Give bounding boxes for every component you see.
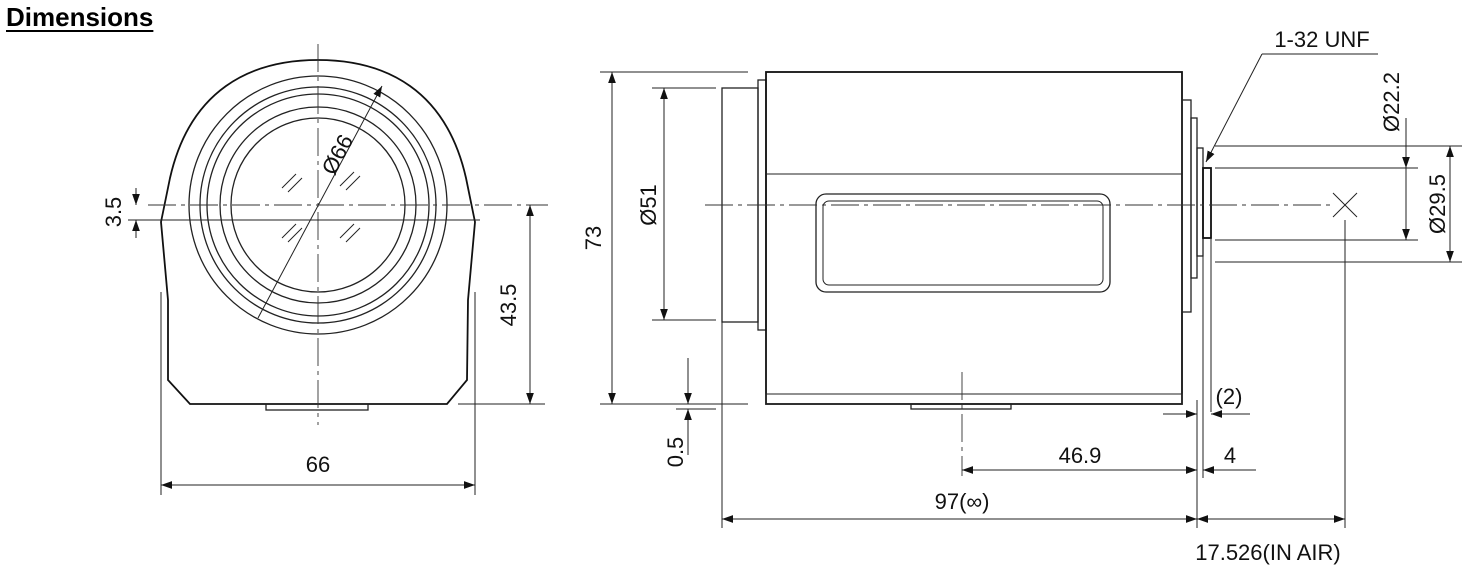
front-diameter-leader: [257, 85, 383, 319]
back-focus-label: 17.526(IN AIR): [1195, 540, 1341, 565]
base-offset-label: 0.5: [663, 437, 688, 468]
body-bottom-strip: [765, 393, 1183, 405]
focal-point-mark-b: [1332, 192, 1358, 218]
side-window-inner: [822, 200, 1104, 286]
rear-step-1: [1181, 99, 1192, 313]
front-offset-label: 3.5: [101, 197, 126, 228]
front-base-tab: [265, 403, 369, 411]
mount-diameter-label: Ø22.2: [1379, 72, 1404, 132]
side-base-tab: [910, 403, 1012, 410]
flange-gap-label: (2): [1216, 384, 1243, 409]
page-title: Dimensions: [6, 2, 154, 32]
rear-thread: [1202, 167, 1212, 239]
length-to-center-label: 46.9: [1059, 443, 1102, 468]
glass-hatch: [281, 171, 361, 243]
front-housing-outline: [160, 59, 476, 405]
front-height-label: 43.5: [496, 284, 521, 327]
thread-label: 1-32 UNF: [1274, 27, 1369, 52]
front-view: Ø66 3.5 43.5 66: [101, 44, 548, 495]
front-diameter-label: Ø66: [317, 130, 359, 178]
total-length-label: 97(∞): [935, 489, 990, 514]
flange-diameter-label: Ø29.5: [1425, 174, 1450, 234]
side-main-body: [765, 71, 1183, 405]
rear-mount-flange: [1196, 147, 1204, 257]
front-diameter-side-label: Ø51: [636, 184, 661, 226]
front-width-label: 66: [306, 452, 330, 477]
flange-width-label: 4: [1224, 443, 1236, 468]
thread-leader: [1205, 53, 1263, 163]
side-window-outer: [815, 193, 1111, 293]
side-view: 73 Ø51 0.5 (2) 46.9 4 97(∞) 17.526(IN A: [581, 27, 1462, 565]
side-height-label: 73: [581, 226, 606, 250]
rear-step-2: [1190, 117, 1198, 279]
